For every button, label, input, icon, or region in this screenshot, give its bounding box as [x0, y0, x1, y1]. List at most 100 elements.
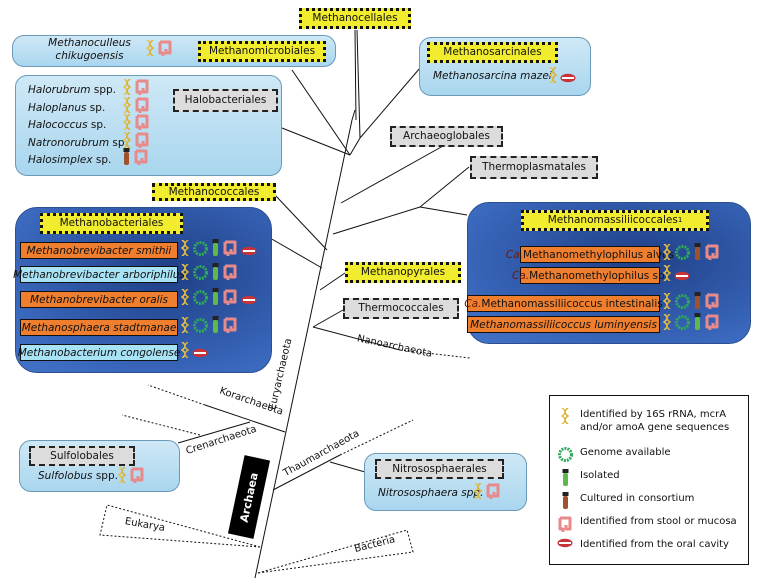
- species-name: Methanomassiliicoccus intestinalis: [481, 297, 663, 310]
- branch-crenarchaeota: [177, 421, 251, 444]
- footnote-marker: 1: [677, 216, 683, 224]
- species-chip: Ca. Methanomassiliicoccus intestinalis: [464, 295, 663, 312]
- intestine-icon: [157, 39, 173, 61]
- order-methanococcales: Methanococcales: [152, 183, 276, 201]
- branch-methanocellales-stem: [356, 29, 361, 139]
- mouth-icon: [241, 241, 257, 260]
- icons-methanomassiliicoccales-species: [662, 243, 720, 265]
- branch-nitrososphaerales: [329, 461, 366, 473]
- legend-label: Identified from stool or mucosa: [580, 516, 737, 527]
- species-chip: Methanobrevibacter smithii: [20, 242, 178, 259]
- candidatus-prefix: Ca.: [511, 269, 530, 282]
- isolated-tube-icon: [694, 313, 701, 335]
- dna-icon: [662, 313, 672, 334]
- branch-nanoarchaeota: [312, 326, 401, 351]
- intestine-icon: [134, 78, 150, 100]
- icons-sulfolobus: [117, 466, 145, 488]
- icons-methanobacteriales-species: [180, 316, 238, 338]
- species-line1: Methanoculleus: [48, 37, 131, 49]
- branch-thaumarchaeota-dotted: [339, 419, 414, 456]
- dna-icon: [122, 113, 132, 134]
- suffix: spp.: [90, 84, 116, 96]
- genome-icon: [192, 240, 209, 261]
- dna-icon: [473, 482, 483, 503]
- order-archaeoglobales: Archaeoglobales: [390, 126, 503, 147]
- genus: Halorubrum: [28, 84, 91, 96]
- isolated-tube-icon: [212, 316, 219, 338]
- species-chip: Methanobrevibacter oralis: [20, 291, 178, 308]
- consortium-tube-icon: [556, 492, 574, 510]
- isolated-tube-icon: [212, 239, 219, 261]
- species-chip: Ca. Methanomethylophilus sp.: [512, 267, 668, 284]
- genome-icon: [556, 446, 574, 463]
- intestine-icon: [556, 515, 574, 533]
- icons-halobacteriales-species: [122, 78, 150, 100]
- branch-methanococcales: [274, 194, 328, 251]
- intestine-icon: [704, 292, 720, 314]
- icons-methanoculleus: [145, 39, 173, 61]
- legend-label: Isolated: [580, 470, 620, 481]
- branch-methanosarcinales: [359, 67, 421, 139]
- branch-methanocellales-leaf: [354, 29, 357, 121]
- intestine-icon: [134, 96, 150, 118]
- species-halobacteriales: Halococcus sp.: [28, 119, 106, 131]
- species-line2: chikugoensis: [55, 50, 124, 62]
- icons-methanosarcina: [548, 66, 576, 86]
- genome-icon: [192, 264, 209, 285]
- genome-icon: [192, 289, 209, 310]
- suffix: sp.: [86, 101, 106, 114]
- species-halobacteriales: Haloplanus sp.: [28, 102, 105, 114]
- suffix: sp.: [87, 119, 107, 131]
- dna-icon: [122, 78, 132, 99]
- order-nitrososphaerales: Nitrososphaerales: [375, 459, 504, 479]
- branch-korarchaeota: [204, 404, 286, 433]
- order-thermoplasmatales: Thermoplasmatales: [470, 156, 598, 179]
- genus: Halosimplex: [28, 154, 93, 166]
- intestine-icon: [129, 466, 145, 488]
- intestine-icon: [134, 131, 150, 153]
- dna-icon: [662, 264, 672, 285]
- icons-halobacteriales-species: [122, 130, 150, 153]
- consortium-tube-icon: [123, 148, 130, 170]
- dna-icon: [180, 263, 190, 284]
- species-halobacteriales: Natronorubrum sp.: [28, 137, 128, 149]
- dna-icon: [556, 408, 574, 424]
- branch-eukarya: [99, 504, 261, 548]
- dna-icon: [122, 95, 132, 117]
- intestine-icon: [133, 148, 149, 170]
- branch-thermococcales: [312, 309, 344, 328]
- dna-icon: [662, 292, 672, 313]
- genus: Sulfolobus: [38, 470, 93, 482]
- isolated-tube-icon: [212, 288, 219, 310]
- suffix: sp.: [92, 154, 112, 166]
- genome-icon: [674, 314, 691, 335]
- branch-korarchaeota-dotted: [147, 384, 206, 406]
- order-thermococcales: Thermococcales: [343, 298, 459, 319]
- mouth-icon: [241, 290, 257, 309]
- icons-methanomassiliicoccales-species: [662, 292, 720, 314]
- species-chip: Ca. Methanomethylophilus alvus: [506, 246, 674, 263]
- species-chip: Methanobrevibacter arboriphilus: [13, 266, 185, 283]
- genome-icon: [674, 293, 691, 314]
- genome-icon: [674, 244, 691, 265]
- species-chip: Methanomassiliicoccus luminyensis: [467, 316, 660, 333]
- species-name: Methanomethylophilus alvus: [522, 248, 675, 261]
- species-halobacteriales: Halorubrum spp.: [28, 84, 116, 96]
- branch-thaumarchaeota: [272, 454, 341, 491]
- icons-halobacteriales-species: [123, 148, 149, 170]
- candidatus-prefix: Ca.: [505, 248, 523, 261]
- branch-crenarchaeota-dotted: [121, 414, 201, 436]
- archaea-text: Archaea: [237, 470, 261, 524]
- intestine-icon: [134, 113, 150, 135]
- branch-thermoplasmatales: [419, 166, 470, 208]
- species-chip: Methanosphaera stadtmanae: [20, 319, 178, 336]
- intestine-icon: [222, 316, 238, 338]
- legend-item: Identified from stool or mucosa: [556, 515, 737, 533]
- species-name: Methanomethylophilus sp.: [529, 269, 669, 282]
- icons-methanomassiliicoccales-species: [662, 264, 690, 285]
- branch-node-upper: [349, 137, 361, 156]
- order-methanocellales: Methanocellales: [299, 8, 411, 29]
